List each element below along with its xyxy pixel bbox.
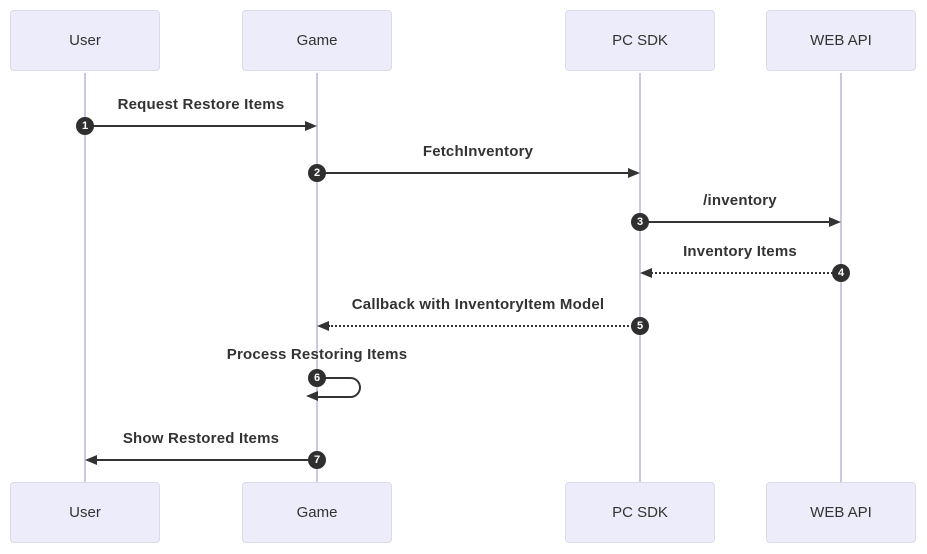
message-line-2 bbox=[317, 172, 632, 174]
actor-label: User bbox=[69, 32, 101, 49]
actor-box-pc-sdk-top: PC SDK bbox=[565, 10, 715, 71]
message-line-7 bbox=[96, 459, 317, 461]
self-loop-line bbox=[317, 377, 361, 398]
actor-box-user-bottom: User bbox=[10, 482, 160, 543]
actor-label: Game bbox=[296, 32, 338, 49]
actor-label: WEB API bbox=[810, 504, 872, 521]
sequence-number-3: 3 bbox=[631, 213, 649, 231]
message-label-2: FetchInventory bbox=[422, 143, 534, 160]
actor-box-pc-sdk-bottom: PC SDK bbox=[565, 482, 715, 543]
sequence-number-5: 5 bbox=[631, 317, 649, 335]
message-label-7: Show Restored Items bbox=[122, 430, 280, 447]
lifeline-user bbox=[84, 73, 86, 482]
actor-label: PC SDK bbox=[612, 504, 668, 521]
arrowhead-right-icon bbox=[628, 168, 640, 178]
arrowhead-left-icon bbox=[306, 391, 318, 401]
actor-box-game-bottom: Game bbox=[242, 482, 392, 543]
message-line-1 bbox=[85, 125, 310, 127]
actor-label: PC SDK bbox=[612, 32, 668, 49]
arrowhead-left-icon bbox=[640, 268, 652, 278]
sequence-number-4: 4 bbox=[832, 264, 850, 282]
lifeline-game bbox=[316, 73, 318, 482]
actor-box-web-api-top: WEB API bbox=[766, 10, 916, 71]
message-label-6: Process Restoring Items bbox=[226, 346, 408, 363]
arrowhead-right-icon bbox=[305, 121, 317, 131]
sequence-number-1: 1 bbox=[76, 117, 94, 135]
actor-box-game-top: Game bbox=[242, 10, 392, 71]
sequence-number-7: 7 bbox=[308, 451, 326, 469]
message-label-1: Request Restore Items bbox=[117, 96, 285, 113]
message-label-5: Callback with InventoryItem Model bbox=[351, 296, 605, 313]
message-line-3 bbox=[640, 221, 833, 223]
message-line-4 bbox=[651, 272, 841, 274]
arrowhead-left-icon bbox=[85, 455, 97, 465]
message-line-5 bbox=[328, 325, 640, 327]
message-label-3: /inventory bbox=[703, 192, 777, 209]
actor-label: WEB API bbox=[810, 32, 872, 49]
actor-label: User bbox=[69, 504, 101, 521]
arrowhead-right-icon bbox=[829, 217, 841, 227]
sequence-number-2: 2 bbox=[308, 164, 326, 182]
message-label-4: Inventory Items bbox=[683, 243, 797, 260]
actor-box-web-api-bottom: WEB API bbox=[766, 482, 916, 543]
sequence-number-6: 6 bbox=[308, 369, 326, 387]
arrowhead-left-icon bbox=[317, 321, 329, 331]
actor-box-user-top: User bbox=[10, 10, 160, 71]
actor-label: Game bbox=[296, 504, 338, 521]
